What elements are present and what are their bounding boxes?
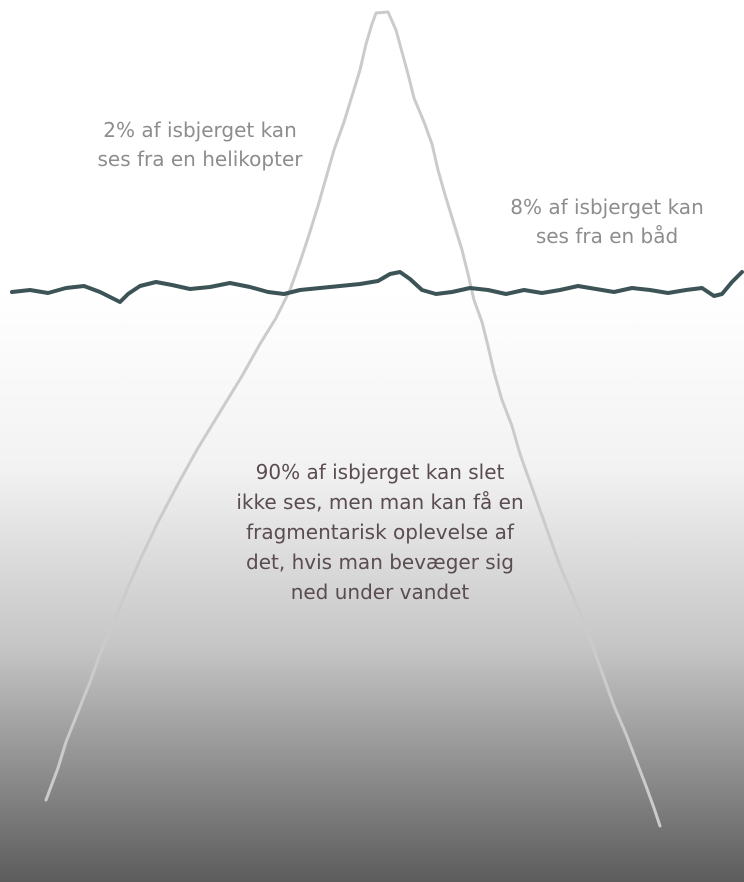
label-boat-view: 8% af isbjerget kan ses fra en båd — [502, 193, 712, 251]
label-underwater-line-2: ikke ses, men man kan få en — [236, 490, 524, 514]
label-boat-line-2: ses fra en båd — [535, 224, 679, 248]
label-underwater-view: 90% af isbjerget kan slet ikke ses, men … — [232, 457, 528, 607]
label-underwater-line-1: 90% af isbjerget kan slet — [255, 460, 505, 484]
label-helicopter-line-2: ses fra en helikopter — [97, 147, 303, 171]
label-underwater-line-4: det, hvis man bevæger sig — [246, 550, 514, 574]
waterline — [10, 270, 744, 304]
label-helicopter-line-1: 2% af isbjerget kan — [103, 118, 297, 142]
iceberg-outline — [44, 10, 662, 828]
label-underwater-line-5: ned under vandet — [290, 580, 470, 604]
water-background — [0, 292, 744, 882]
label-helicopter-view: 2% af isbjerget kan ses fra en helikopte… — [92, 116, 308, 174]
label-underwater-line-3: fragmentarisk oplevelse af — [246, 520, 514, 544]
label-boat-line-1: 8% af isbjerget kan — [510, 195, 704, 219]
sky-background — [0, 0, 744, 292]
